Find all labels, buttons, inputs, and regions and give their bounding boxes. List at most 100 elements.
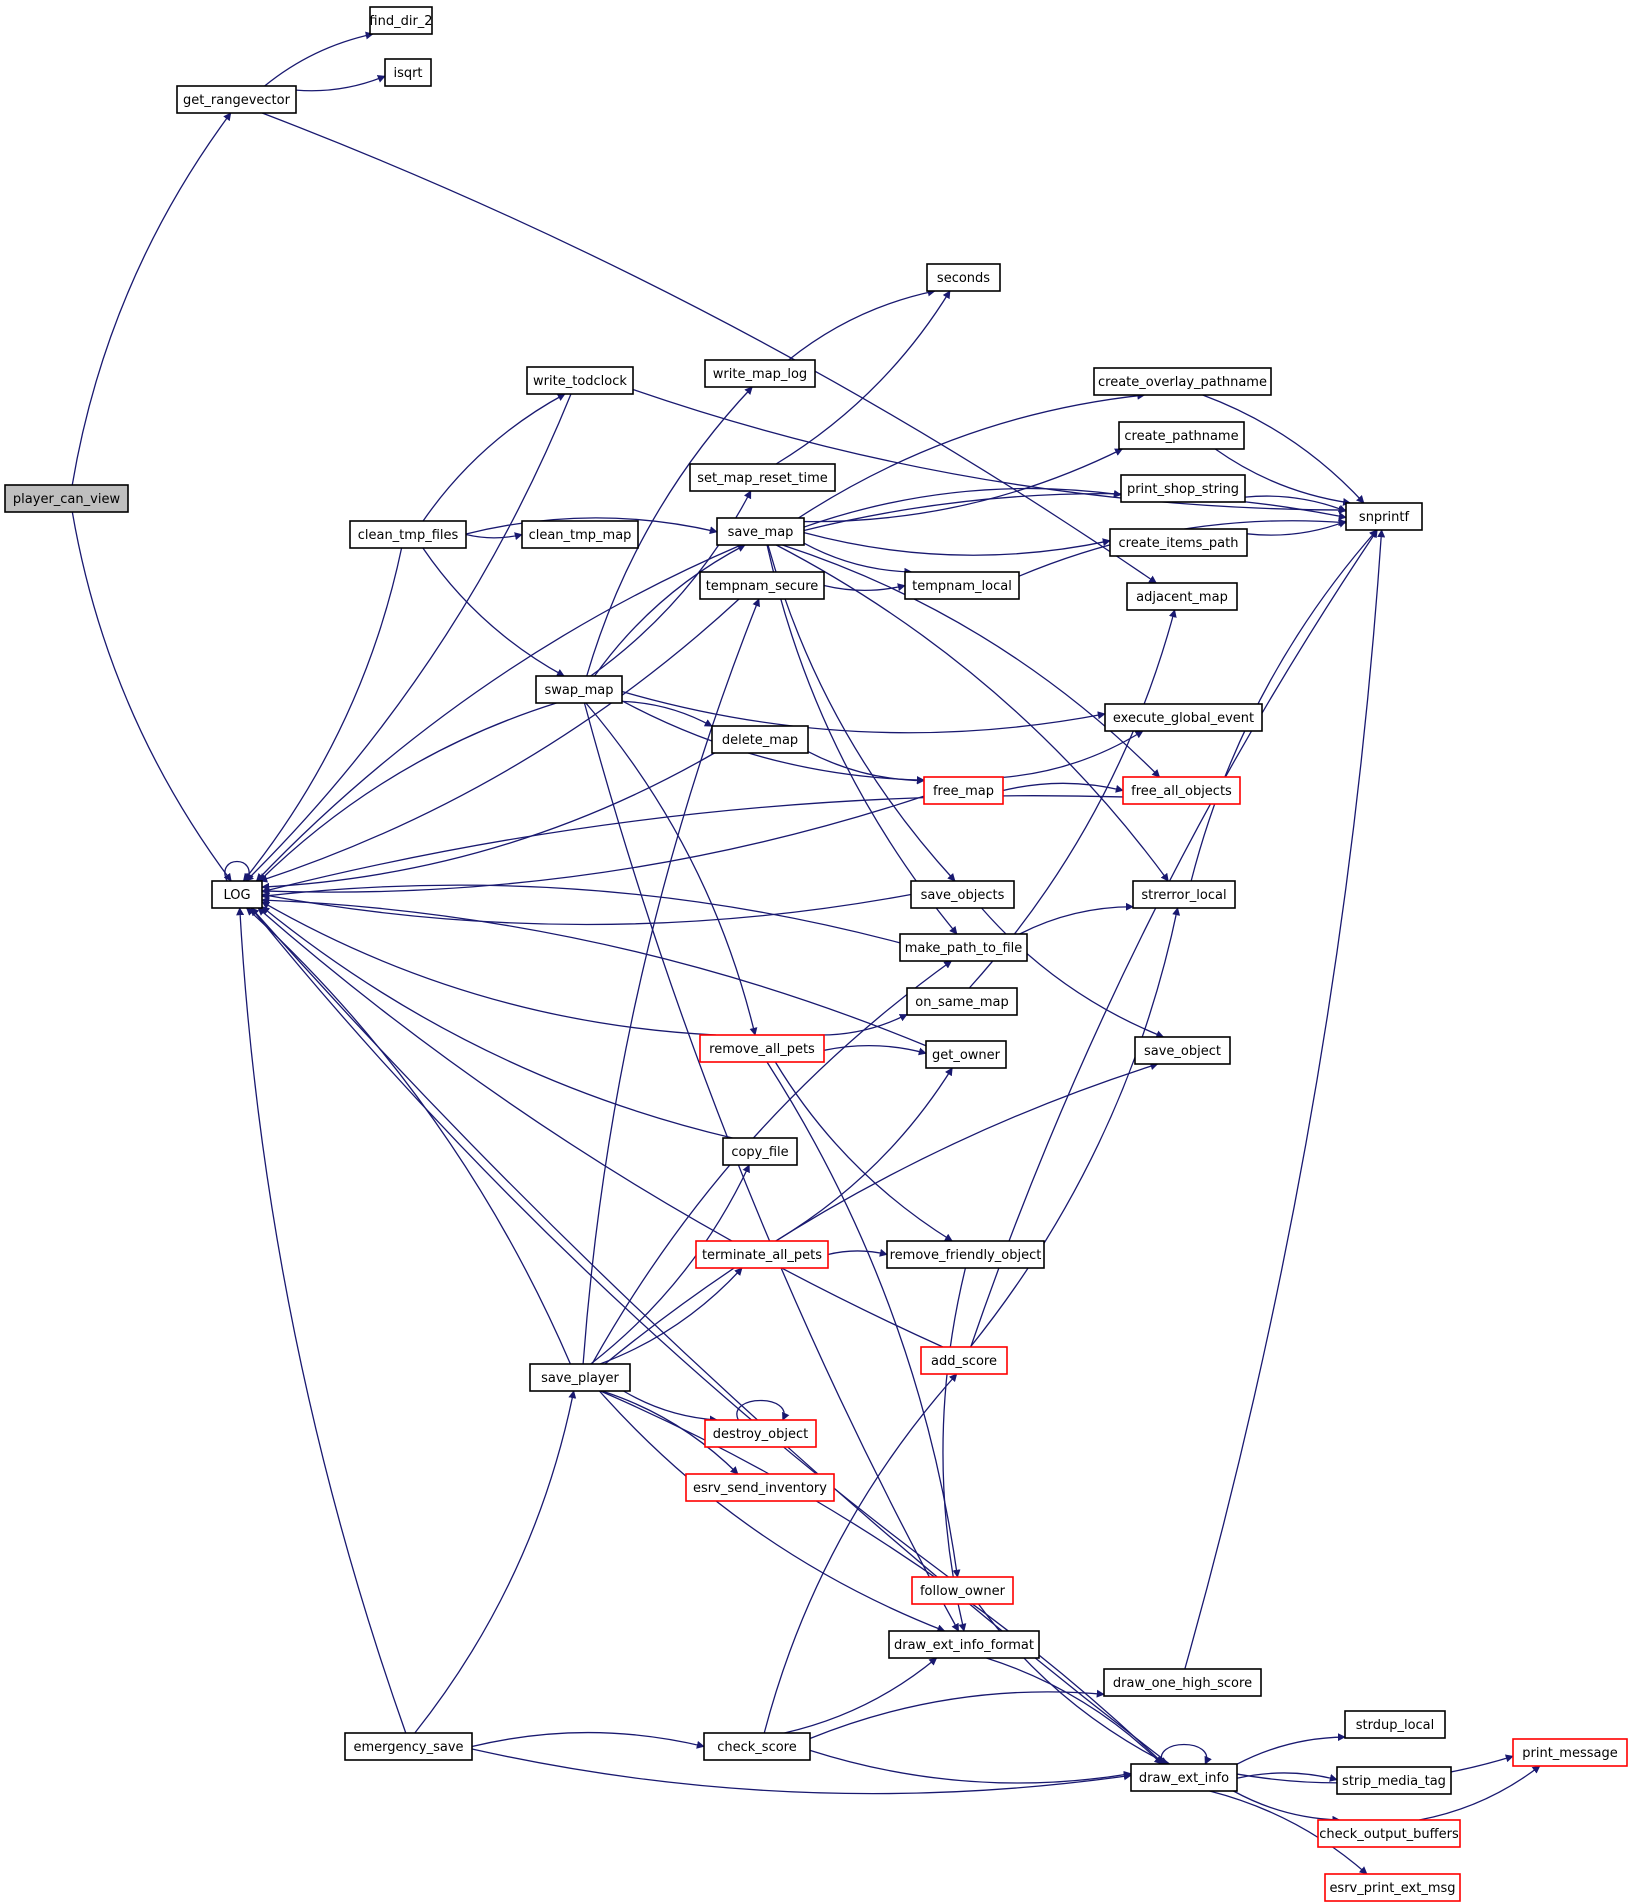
node-box-execute_global_event[interactable] (1104, 703, 1263, 732)
node-remove_all_pets[interactable]: remove_all_pets (699, 1034, 825, 1063)
node-copy_file[interactable]: copy_file (722, 1137, 798, 1166)
node-box-create_overlay_pathname[interactable] (1093, 367, 1272, 396)
node-box-tempnam_secure[interactable] (699, 571, 825, 600)
node-strip_media_tag[interactable]: strip_media_tag (1336, 1766, 1452, 1795)
node-write_todclock[interactable]: write_todclock (526, 366, 634, 395)
node-box-save_object[interactable] (1134, 1036, 1231, 1065)
node-create_pathname[interactable]: create_pathname (1118, 421, 1245, 450)
node-box-make_path_to_file[interactable] (899, 933, 1028, 962)
node-box-esrv_send_inventory[interactable] (685, 1473, 835, 1502)
node-box-LOG[interactable] (211, 880, 263, 909)
node-print_shop_string[interactable]: print_shop_string (1120, 474, 1246, 503)
node-box-destroy_object[interactable] (704, 1419, 817, 1448)
node-box-copy_file[interactable] (722, 1137, 798, 1166)
node-box-strerror_local[interactable] (1132, 880, 1236, 909)
node-box-isqrt[interactable] (384, 58, 432, 87)
node-box-esrv_print_ext_msg[interactable] (1324, 1873, 1461, 1902)
node-check_score[interactable]: check_score (703, 1732, 811, 1761)
node-make_path_to_file[interactable]: make_path_to_file (899, 933, 1028, 962)
node-box-delete_map[interactable] (711, 725, 809, 754)
node-get_rangevector[interactable]: get_rangevector (176, 85, 297, 114)
node-box-write_todclock[interactable] (526, 366, 634, 395)
node-esrv_send_inventory[interactable]: esrv_send_inventory (685, 1473, 835, 1502)
node-on_same_map[interactable]: on_same_map (906, 987, 1018, 1016)
node-destroy_object[interactable]: destroy_object (704, 1419, 817, 1448)
node-draw_ext_info[interactable]: draw_ext_info (1130, 1763, 1238, 1792)
node-draw_one_high_score[interactable]: draw_one_high_score (1103, 1668, 1262, 1697)
node-box-find_dir_2[interactable] (369, 6, 433, 35)
node-save_objects[interactable]: save_objects (910, 880, 1015, 909)
node-box-save_player[interactable] (529, 1363, 631, 1392)
node-write_map_log[interactable]: write_map_log (704, 359, 816, 388)
node-strerror_local[interactable]: strerror_local (1132, 880, 1236, 909)
node-box-player_can_view[interactable] (4, 484, 129, 513)
node-box-emergency_save[interactable] (344, 1732, 473, 1761)
node-box-clean_tmp_files[interactable] (349, 520, 467, 549)
node-create_overlay_pathname[interactable]: create_overlay_pathname (1093, 367, 1272, 396)
node-box-print_message[interactable] (1512, 1738, 1628, 1767)
node-esrv_print_ext_msg[interactable]: esrv_print_ext_msg (1324, 1873, 1461, 1902)
node-box-strdup_local[interactable] (1344, 1710, 1446, 1739)
node-box-seconds[interactable] (926, 263, 1001, 292)
node-tempnam_secure[interactable]: tempnam_secure (699, 571, 825, 600)
node-box-remove_friendly_object[interactable] (886, 1240, 1045, 1269)
node-terminate_all_pets[interactable]: terminate_all_pets (695, 1240, 829, 1269)
node-create_items_path[interactable]: create_items_path (1109, 528, 1248, 557)
node-strdup_local[interactable]: strdup_local (1344, 1710, 1446, 1739)
node-find_dir_2[interactable]: find_dir_2 (369, 6, 433, 35)
node-box-adjacent_map[interactable] (1126, 582, 1238, 611)
node-adjacent_map[interactable]: adjacent_map (1126, 582, 1238, 611)
node-box-clean_tmp_map[interactable] (521, 520, 639, 549)
node-get_owner[interactable]: get_owner (925, 1040, 1007, 1069)
node-save_map[interactable]: save_map (716, 517, 805, 546)
node-box-terminate_all_pets[interactable] (695, 1240, 829, 1269)
node-box-draw_ext_info[interactable] (1130, 1763, 1238, 1792)
node-box-save_objects[interactable] (910, 880, 1015, 909)
node-box-free_map[interactable] (923, 776, 1004, 805)
node-box-draw_ext_info_format[interactable] (888, 1630, 1040, 1659)
node-box-on_same_map[interactable] (906, 987, 1018, 1016)
node-box-print_shop_string[interactable] (1120, 474, 1246, 503)
node-box-snprintf[interactable] (1345, 502, 1423, 531)
node-player_can_view[interactable]: player_can_view (4, 484, 129, 513)
node-box-add_score[interactable] (920, 1346, 1008, 1375)
node-box-follow_owner[interactable] (911, 1576, 1014, 1605)
node-free_all_objects[interactable]: free_all_objects (1122, 776, 1241, 805)
node-delete_map[interactable]: delete_map (711, 725, 809, 754)
node-box-remove_all_pets[interactable] (699, 1034, 825, 1063)
node-tempnam_local[interactable]: tempnam_local (904, 571, 1020, 600)
node-emergency_save[interactable]: emergency_save (344, 1732, 473, 1761)
node-box-get_owner[interactable] (925, 1040, 1007, 1069)
node-save_player[interactable]: save_player (529, 1363, 631, 1392)
node-seconds[interactable]: seconds (926, 263, 1001, 292)
node-box-free_all_objects[interactable] (1122, 776, 1241, 805)
node-LOG[interactable]: LOG (211, 880, 263, 909)
node-snprintf[interactable]: snprintf (1345, 502, 1423, 531)
node-box-write_map_log[interactable] (704, 359, 816, 388)
node-set_map_reset_time[interactable]: set_map_reset_time (689, 463, 836, 492)
node-box-check_output_buffers[interactable] (1317, 1819, 1461, 1848)
node-box-get_rangevector[interactable] (176, 85, 297, 114)
node-swap_map[interactable]: swap_map (535, 675, 623, 704)
node-check_output_buffers[interactable]: check_output_buffers (1317, 1819, 1461, 1848)
node-box-draw_one_high_score[interactable] (1103, 1668, 1262, 1697)
node-clean_tmp_map[interactable]: clean_tmp_map (521, 520, 639, 549)
node-box-set_map_reset_time[interactable] (689, 463, 836, 492)
node-box-create_items_path[interactable] (1109, 528, 1248, 557)
node-follow_owner[interactable]: follow_owner (911, 1576, 1014, 1605)
node-add_score[interactable]: add_score (920, 1346, 1008, 1375)
node-free_map[interactable]: free_map (923, 776, 1004, 805)
node-execute_global_event[interactable]: execute_global_event (1104, 703, 1263, 732)
node-isqrt[interactable]: isqrt (384, 58, 432, 87)
node-box-swap_map[interactable] (535, 675, 623, 704)
node-clean_tmp_files[interactable]: clean_tmp_files (349, 520, 467, 549)
node-box-check_score[interactable] (703, 1732, 811, 1761)
node-box-tempnam_local[interactable] (904, 571, 1020, 600)
node-draw_ext_info_format[interactable]: draw_ext_info_format (888, 1630, 1040, 1659)
node-box-create_pathname[interactable] (1118, 421, 1245, 450)
node-save_object[interactable]: save_object (1134, 1036, 1231, 1065)
node-box-save_map[interactable] (716, 517, 805, 546)
node-box-strip_media_tag[interactable] (1336, 1766, 1452, 1795)
node-print_message[interactable]: print_message (1512, 1738, 1628, 1767)
node-remove_friendly_object[interactable]: remove_friendly_object (886, 1240, 1045, 1269)
